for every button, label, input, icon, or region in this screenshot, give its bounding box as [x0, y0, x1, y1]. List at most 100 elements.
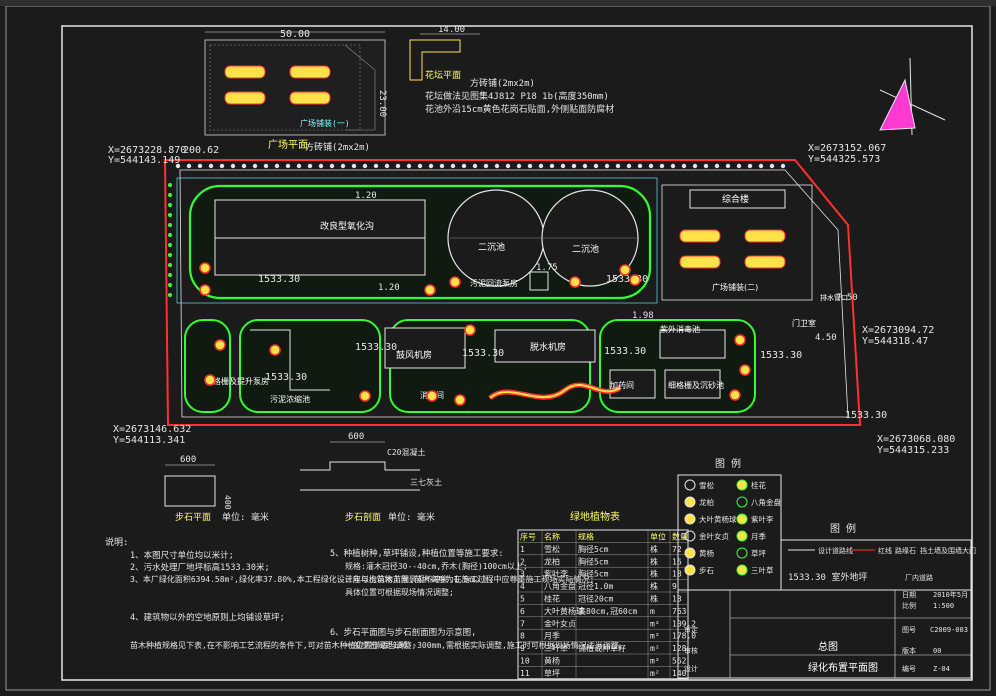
table-cell: m² — [650, 619, 660, 628]
tree-dot — [395, 163, 401, 169]
table-cell: 2 — [520, 557, 525, 566]
elev-2: 1533.30 — [606, 274, 648, 285]
svg-text:图 例: 图 例 — [715, 457, 741, 470]
svg-text:Y=544325.573: Y=544325.573 — [808, 154, 880, 165]
svg-text:1、本图尺寸单位均以米计;: 1、本图尺寸单位均以米计; — [130, 550, 234, 561]
tree-symbol — [619, 264, 631, 276]
square-plan-label: 广场平面 — [268, 138, 308, 151]
svg-text:4、建筑物以外的空地原则上均铺设草坪;: 4、建筑物以外的空地原则上均铺设草坪; — [130, 612, 285, 623]
table-cell: 9 — [520, 644, 525, 653]
svg-text:Y=544143.149: Y=544143.149 — [108, 155, 180, 166]
table-cell: 株 — [650, 544, 658, 554]
svg-text:400: 400 — [223, 495, 232, 510]
table-cell: 18 — [672, 570, 682, 579]
svg-text:说明:: 说明: — [105, 536, 128, 548]
coord-5: X=2673068.080 Y=544315.233 — [877, 434, 955, 456]
svg-text:路缘石: 路缘石 — [895, 546, 916, 555]
label-return-pump: 污泥回流泵房 — [470, 278, 518, 288]
table-cell: 6 — [520, 607, 525, 616]
svg-text:厂内道路: 厂内道路 — [905, 573, 933, 582]
square-width-dim: 50.00 — [280, 29, 310, 40]
elev-8: 1533.30 — [265, 372, 307, 383]
table-cell: m² — [650, 669, 660, 678]
south-zone — [184, 319, 756, 413]
svg-text:图 例: 图 例 — [830, 522, 856, 535]
table-cell: 胸径5cm — [578, 556, 609, 566]
legend-symbol — [736, 530, 748, 542]
tree-symbol — [269, 344, 281, 356]
table-cell: 紫叶李 — [544, 569, 568, 579]
table-cell: 1 — [520, 545, 525, 554]
tree-dot — [168, 223, 172, 227]
label-uv: 紫外消毒池 — [660, 324, 700, 334]
legend-label: 八角金盘 — [751, 497, 781, 507]
window-top-strip — [0, 0, 996, 6]
inner-frame — [61, 25, 973, 681]
tree-dot — [516, 163, 522, 169]
legend-label: 雪松 — [699, 480, 714, 490]
table-cell: 高80cm,冠60cm — [578, 606, 638, 616]
tree-dot — [263, 163, 269, 169]
svg-text:步石平面: 步石平面 — [175, 512, 211, 523]
elev-6: 1533.30 — [760, 350, 802, 361]
table-cell: 178.0 — [672, 632, 696, 641]
label-grit-chamber: 细格栅及沉砂池 — [668, 380, 724, 390]
tree-dot — [329, 163, 335, 169]
plant-legend: 图 例 雪松桂花龙柏八角金盘大叶黄杨球紫叶李金叶女贞月季黄杨草坪步石三叶草 — [677, 457, 782, 591]
tree-symbol — [729, 389, 741, 401]
tree-dot — [417, 163, 423, 169]
svg-text:200.62: 200.62 — [183, 145, 219, 156]
table-cell: 3 — [520, 570, 525, 579]
tree-dot — [340, 163, 346, 169]
table-cell: 龙柏 — [544, 556, 560, 566]
tree-dot — [681, 163, 687, 169]
coord-1: X=2673228.870 Y=544143.149 200.62 — [108, 145, 219, 166]
svg-text:图号: 图号 — [902, 626, 916, 634]
table-cell: 109.2 — [672, 619, 696, 628]
boundary-wall — [179, 169, 849, 418]
legend-label: 月季 — [751, 531, 766, 541]
tree-dot — [351, 163, 357, 169]
table-cell: 金叶女贞 — [544, 618, 576, 628]
tree-dot — [527, 163, 533, 169]
svg-text:规格:灌木冠径30--40cm,乔木(胸径)100cm以上;: 规格:灌木冠径30--40cm,乔木(胸径)100cm以上; — [345, 561, 528, 571]
bench-note-3: 花池外沿15cm黄色花岗石贴面,外侧贴面防腐材 — [425, 103, 614, 115]
table-cell: 大叶黄杨球 — [544, 606, 584, 616]
dim-5: 4.50 — [815, 333, 837, 343]
table-cell: 八角金盘 — [544, 581, 576, 591]
tree-dot — [549, 163, 555, 169]
tree-dot — [241, 163, 247, 169]
legend-label: 草坪 — [751, 548, 766, 558]
legend-symbol — [736, 479, 748, 491]
table-cell: 雪松 — [544, 544, 560, 554]
tree-dot — [373, 163, 379, 169]
tree-symbol — [464, 324, 476, 336]
svg-text:Y=544315.233: Y=544315.233 — [877, 445, 949, 456]
svg-text:挡土墙及围墙大门: 挡土墙及围墙大门 — [920, 546, 976, 555]
tree-dot — [230, 163, 236, 169]
label-east-square: 广场铺装(二) — [712, 282, 758, 292]
tree-dot — [670, 163, 676, 169]
tree-dot — [168, 183, 172, 187]
label-office: 综合楼 — [722, 193, 749, 205]
road-north — [176, 177, 658, 304]
dim-1: 1.75 — [536, 263, 558, 273]
svg-text:1533.30 室外地坪: 1533.30 室外地坪 — [788, 571, 867, 583]
tree-dot — [168, 263, 172, 267]
tree-symbol — [629, 274, 641, 286]
tree-dot — [769, 163, 775, 169]
table-cell: 72 — [672, 545, 682, 554]
svg-text:三年以上苗木苗圃,苗木高度为1.5m以上;: 三年以上苗木苗圃,苗木高度为1.5m以上; — [345, 574, 494, 584]
legend-label: 金叶女贞 — [699, 531, 729, 541]
legend-label: 三叶草 — [751, 565, 774, 575]
tree-dot — [439, 163, 445, 169]
tree-symbol — [734, 334, 746, 346]
step-stone-plan: 600 400 步石平面 单位: 毫米 — [164, 455, 269, 523]
tree-dot — [168, 203, 172, 207]
svg-text:苗木种植规格见下表,在不影响工艺流程的条件下,可对苗木种植位: 苗木种植规格见下表,在不影响工艺流程的条件下,可对苗木种植位置作适当调整; — [130, 640, 416, 650]
tree-dot — [582, 163, 588, 169]
square-inner-label: 广场铺装(一) — [300, 118, 350, 128]
label-dosing: 加药间 — [610, 380, 634, 390]
